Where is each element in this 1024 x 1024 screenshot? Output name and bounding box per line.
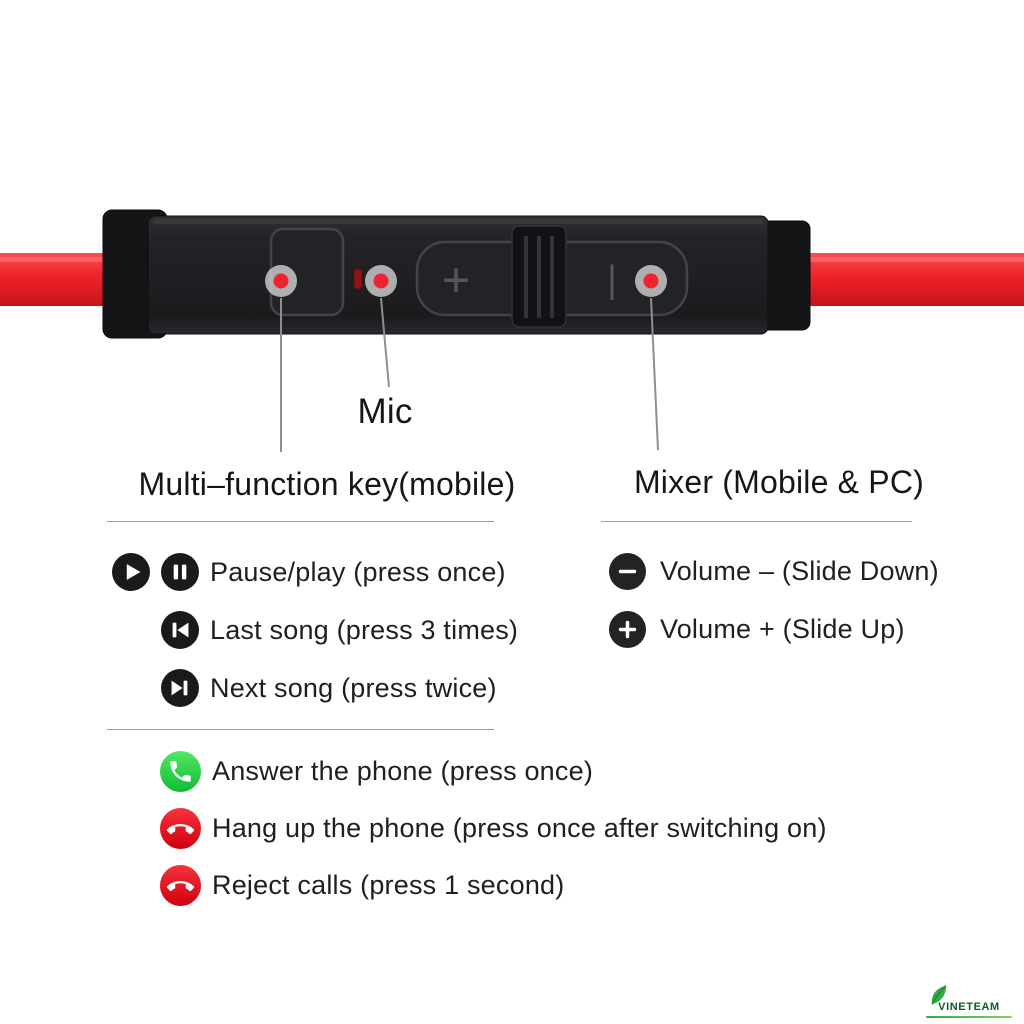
- list-item-label: Volume + (Slide Up): [660, 614, 905, 644]
- list-item: Pause/play (press once): [112, 552, 518, 592]
- earphone-remote-illustration: + |: [0, 209, 1024, 452]
- mixer-label: Mixer (Mobile & PC): [633, 464, 925, 500]
- pause-icon: [161, 553, 199, 591]
- music-controls-list: Pause/play (press once) Last song (press…: [112, 552, 518, 726]
- multi-function-dot: [273, 273, 289, 289]
- list-item-label: Pause/play (press once): [210, 556, 506, 587]
- multi-function-label: Multi–function key(mobile): [138, 466, 516, 502]
- previous-song-icon: [161, 611, 199, 649]
- list-item-label: Last song (press 3 times): [210, 614, 519, 645]
- list-item: Last song (press 3 times): [112, 610, 518, 650]
- plus-icon: [609, 611, 646, 648]
- list-item-label: Answer the phone (press once): [212, 756, 594, 786]
- list-item: Reject calls (press 1 second): [160, 865, 827, 906]
- list-item-label: Reject calls (press 1 second): [212, 870, 565, 900]
- next-song-icon: [161, 669, 199, 707]
- vineteam-watermark: VINETEAM: [926, 985, 1012, 1018]
- reject-phone-icon: [160, 865, 201, 906]
- list-item: Next song (press twice): [112, 668, 518, 708]
- list-item: Volume + (Slide Up): [609, 611, 939, 648]
- remote-top-bevel: [153, 219, 763, 224]
- volume-controls-list: Volume – (Slide Down) Volume + (Slide Up…: [609, 553, 939, 669]
- divider-right-top: [601, 521, 912, 522]
- leaf-icon: [931, 985, 947, 1005]
- play-icon: [112, 553, 150, 591]
- volume-plus-marking: +: [442, 255, 470, 308]
- watermark-brand: VINETEAM: [938, 1001, 1000, 1013]
- answer-phone-icon: [160, 751, 201, 792]
- list-item: Hang up the phone (press once after swit…: [160, 808, 827, 849]
- list-item-label: Hang up the phone (press once after swit…: [212, 813, 827, 843]
- mic-hole: [353, 268, 363, 290]
- mixer-dot: [643, 273, 659, 289]
- mixer-callout-line: [650, 297, 659, 451]
- list-item: Volume – (Slide Down): [609, 553, 939, 590]
- list-item: Answer the phone (press once): [160, 751, 827, 792]
- list-item-label: Volume – (Slide Down): [660, 556, 939, 586]
- hangup-phone-icon: [160, 808, 201, 849]
- mic-dot: [373, 273, 389, 289]
- list-item-label: Next song (press twice): [210, 672, 497, 703]
- divider-left-bottom: [107, 729, 494, 730]
- minus-icon: [609, 553, 646, 590]
- divider-left-top: [107, 521, 494, 522]
- mic-label: Mic: [357, 392, 413, 431]
- mic-callout-line: [380, 297, 390, 388]
- watermark-underline: [926, 1016, 1012, 1018]
- phone-controls-list: Answer the phone (press once) Hang up th…: [160, 751, 827, 922]
- volume-bar-marking: |: [607, 259, 617, 301]
